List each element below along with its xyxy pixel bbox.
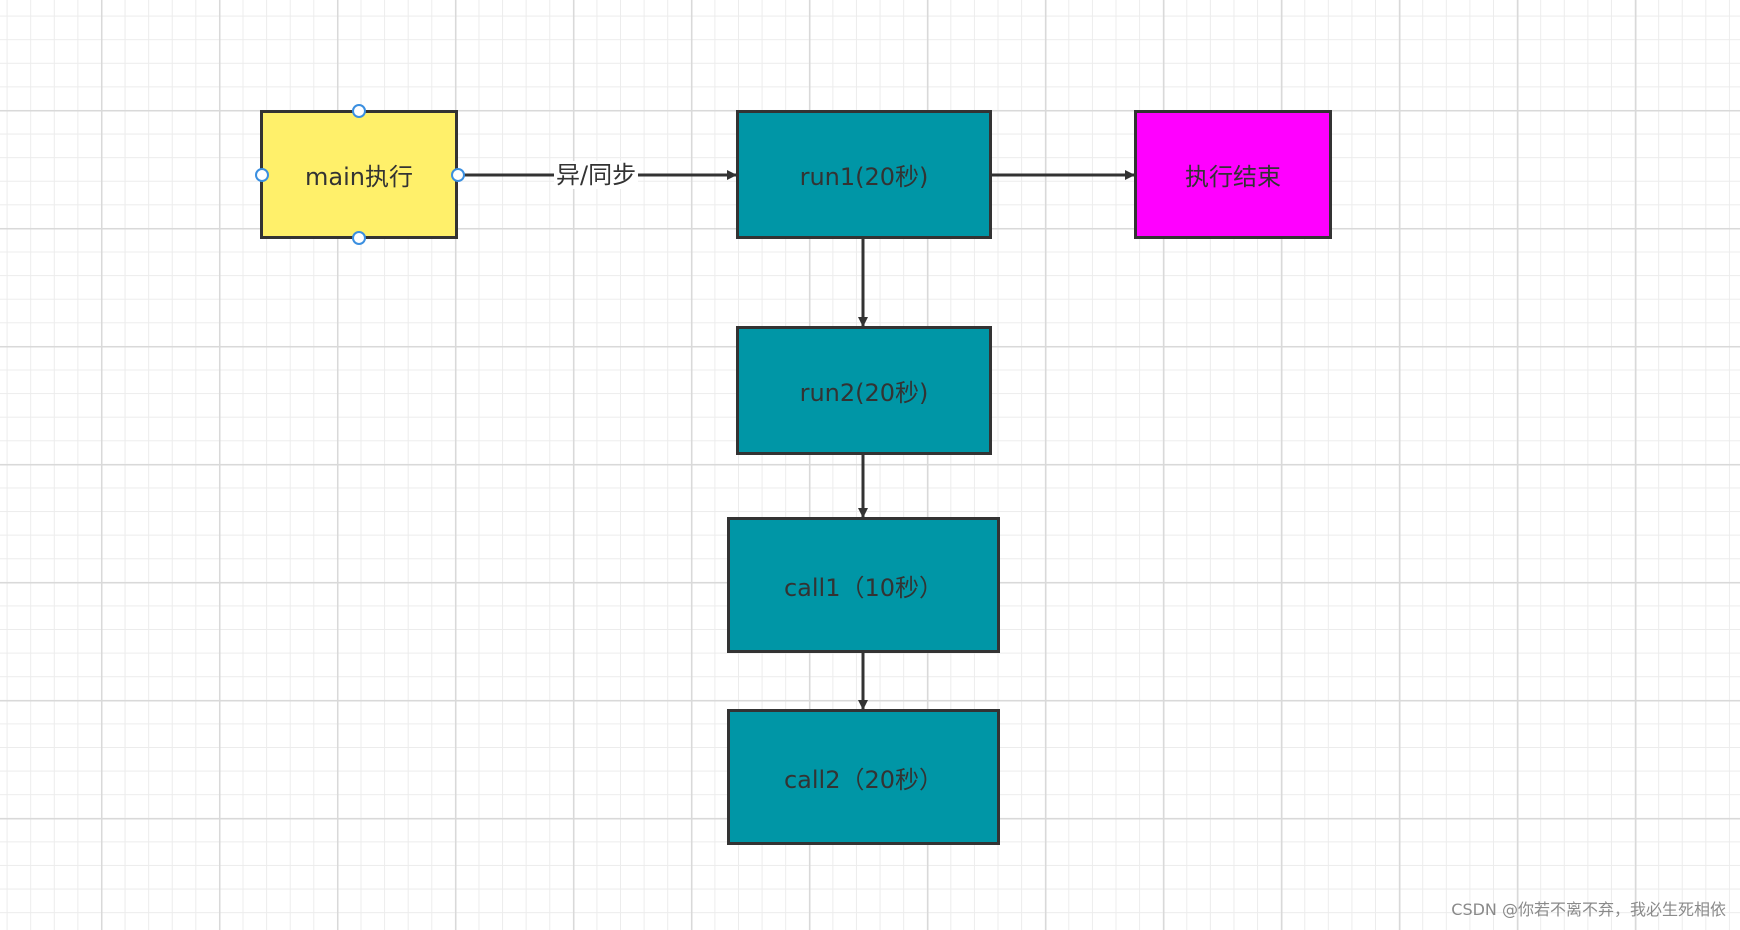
edge-label-main-to-run1: 异/同步 bbox=[554, 161, 639, 189]
node-call2[interactable]: call2（20秒） bbox=[727, 709, 1000, 845]
watermark-text: CSDN @你若不离不弃，我必生死相依 bbox=[1451, 900, 1726, 919]
node-main[interactable]: main执行 bbox=[260, 110, 458, 239]
selection-handle-right[interactable] bbox=[451, 168, 465, 182]
node-call1-label: call1（10秒） bbox=[783, 573, 944, 602]
node-run1[interactable]: run1(20秒) bbox=[736, 110, 992, 239]
selection-handle-left[interactable] bbox=[255, 168, 269, 182]
selection-handle-bottom[interactable] bbox=[352, 231, 366, 245]
node-end-label: 执行结束 bbox=[1185, 163, 1281, 191]
node-call2-label: call2（20秒） bbox=[783, 765, 944, 794]
node-run2[interactable]: run2(20秒) bbox=[736, 326, 992, 455]
node-main-label: main执行 bbox=[305, 163, 413, 191]
selection-handle-top[interactable] bbox=[352, 104, 366, 118]
node-call1[interactable]: call1（10秒） bbox=[727, 517, 1000, 653]
node-end[interactable]: 执行结束 bbox=[1134, 110, 1332, 239]
node-run1-label: run1(20秒) bbox=[799, 163, 929, 191]
node-run2-label: run2(20秒) bbox=[799, 379, 929, 407]
